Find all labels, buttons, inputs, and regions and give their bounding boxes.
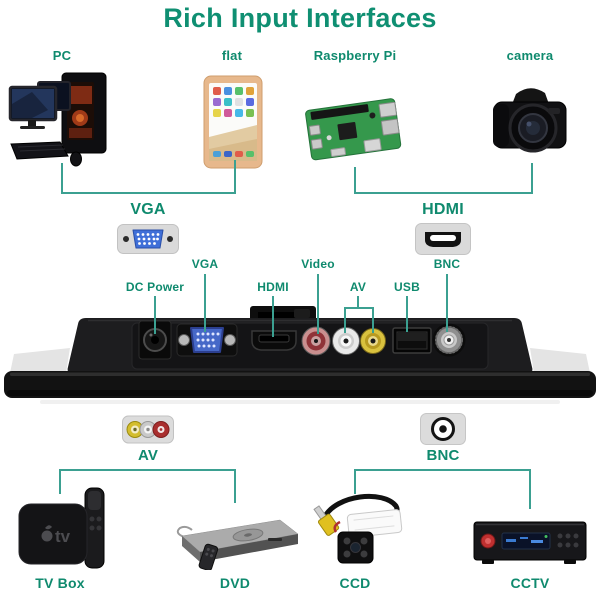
connector-line xyxy=(354,469,531,471)
bottom-device-label-ccd: CCD xyxy=(339,575,371,591)
monitor-bezel-bar xyxy=(4,371,596,398)
camera-illustration xyxy=(493,88,567,153)
output-connector-label-bnc: BNC xyxy=(426,447,460,464)
dvd-player-illustration xyxy=(176,519,299,570)
connector-line xyxy=(344,307,346,333)
cctv-dvr-illustration xyxy=(473,521,587,564)
raspberry-pi-illustration xyxy=(305,98,402,161)
vga-connector-icon xyxy=(117,224,179,254)
usb-port xyxy=(392,327,432,354)
av-connector-icon xyxy=(122,415,174,444)
input-connector-label-hdmi: HDMI xyxy=(422,201,464,218)
port-label-av: AV xyxy=(349,280,367,294)
connector-line xyxy=(529,469,531,509)
connector-line xyxy=(154,296,156,334)
tv-box-illustration: tv xyxy=(18,487,105,569)
connector-line xyxy=(344,307,374,309)
input-connector-label-vga: VGA xyxy=(130,201,166,218)
port-label-usb: USB xyxy=(394,280,420,294)
port-label-bnc: BNC xyxy=(433,257,461,271)
pc-illustration xyxy=(8,72,107,167)
bottom-device-label-tv-box: TV Box xyxy=(35,575,85,591)
port-label-video: Video xyxy=(301,257,335,271)
connector-line xyxy=(59,469,61,494)
connector-line xyxy=(357,296,359,308)
connector-line xyxy=(272,296,274,337)
tablet-illustration xyxy=(203,75,263,169)
output-connector-label-av: AV xyxy=(137,447,159,464)
connector-line xyxy=(354,167,356,193)
port-label-dc-power: DC Power xyxy=(125,280,185,294)
monitor-back-panel xyxy=(4,306,596,404)
port-label-vga: VGA xyxy=(191,257,219,271)
video-port-red xyxy=(301,326,331,356)
av-port-yellow xyxy=(360,328,386,354)
top-device-label-pc: PC xyxy=(52,48,72,63)
connector-line xyxy=(59,469,236,471)
bnc-port xyxy=(432,323,466,357)
connector-line xyxy=(234,469,236,503)
connector-line xyxy=(446,274,448,332)
connector-line xyxy=(317,274,319,334)
bottom-device-label-cctv: CCTV xyxy=(510,575,550,591)
av-port-white xyxy=(332,327,360,355)
top-device-label-camera: camera xyxy=(506,48,554,63)
page-title: Rich Input Interfaces xyxy=(163,3,437,33)
connector-line xyxy=(204,274,206,332)
connector-line xyxy=(61,192,236,194)
connector-line xyxy=(61,163,63,193)
appletv-logo-text: tv xyxy=(55,527,71,546)
vga-port xyxy=(176,323,238,357)
connector-line xyxy=(372,307,374,333)
connector-line xyxy=(531,163,533,193)
connector-line xyxy=(354,469,356,494)
hdmi-port xyxy=(251,330,297,351)
port-label-hdmi: HDMI xyxy=(257,280,289,294)
bottom-device-label-dvd: DVD xyxy=(219,575,251,591)
hdmi-connector-icon xyxy=(415,223,471,255)
connector-line xyxy=(406,296,408,332)
connector-line xyxy=(234,160,236,193)
connector-line xyxy=(354,192,533,194)
bnc-connector-icon xyxy=(420,413,466,445)
top-device-label-raspberry-pi: Raspberry Pi xyxy=(313,48,397,63)
top-device-label-flat: flat xyxy=(221,48,243,63)
ccd-camera-illustration xyxy=(313,493,403,564)
